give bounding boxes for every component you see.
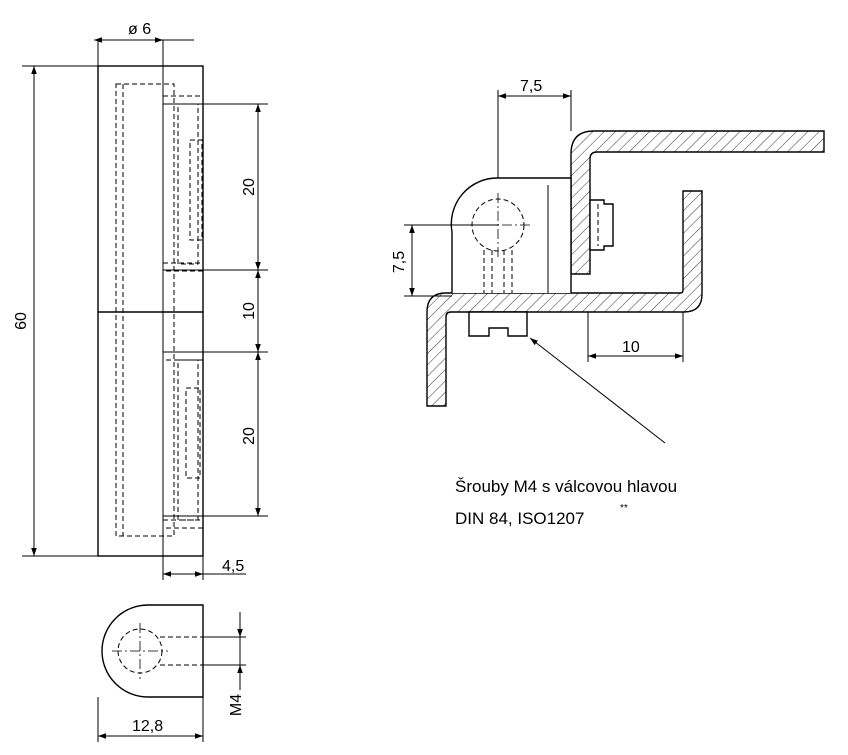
dim-total-length: 60 (13, 312, 30, 330)
screw-leader-arrow (529, 337, 666, 444)
dim-segment-upper: 20 (241, 178, 258, 196)
dim-segment-lower: 20 (241, 427, 258, 445)
front-view (97, 65, 204, 580)
top-view (101, 604, 204, 698)
upper-sheet-section (570, 130, 825, 275)
knuckle-outline (101, 604, 204, 698)
dim-leg-distance: 10 (622, 339, 640, 356)
screw-note-footnote-mark: ** (620, 503, 628, 514)
dim-screw-thread: M4 (228, 694, 245, 716)
hinge-body-outline (97, 65, 204, 557)
lower-sheet-section (426, 190, 703, 407)
dim-knuckle-width: 12,8 (132, 718, 163, 735)
dim-offset-bottom: 4,5 (222, 558, 244, 575)
hidden-pin-lines (115, 83, 204, 537)
section-dimension-lines (404, 90, 684, 444)
dim-bracket-width: 7,5 (520, 78, 542, 95)
screw-note-line1: Šrouby M4 s válcovou hlavou (455, 477, 677, 496)
hinge-knuckle (450, 177, 572, 293)
side-screw-head (589, 199, 614, 251)
dim-bracket-height: 7,5 (391, 251, 408, 273)
front-view-dimension-lines (22, 37, 268, 577)
screw-hole-hidden (160, 636, 203, 666)
section-view (426, 130, 825, 407)
screw-note-line2: DIN 84, ISO1207 (455, 509, 584, 528)
bottom-screw-head (468, 311, 528, 337)
center-lines (112, 623, 168, 679)
section-screw-hidden (483, 250, 513, 293)
dim-segment-middle: 10 (241, 302, 258, 320)
dim-pin-diameter: ø 6 (128, 21, 151, 38)
top-view-dimension-lines (97, 612, 246, 742)
